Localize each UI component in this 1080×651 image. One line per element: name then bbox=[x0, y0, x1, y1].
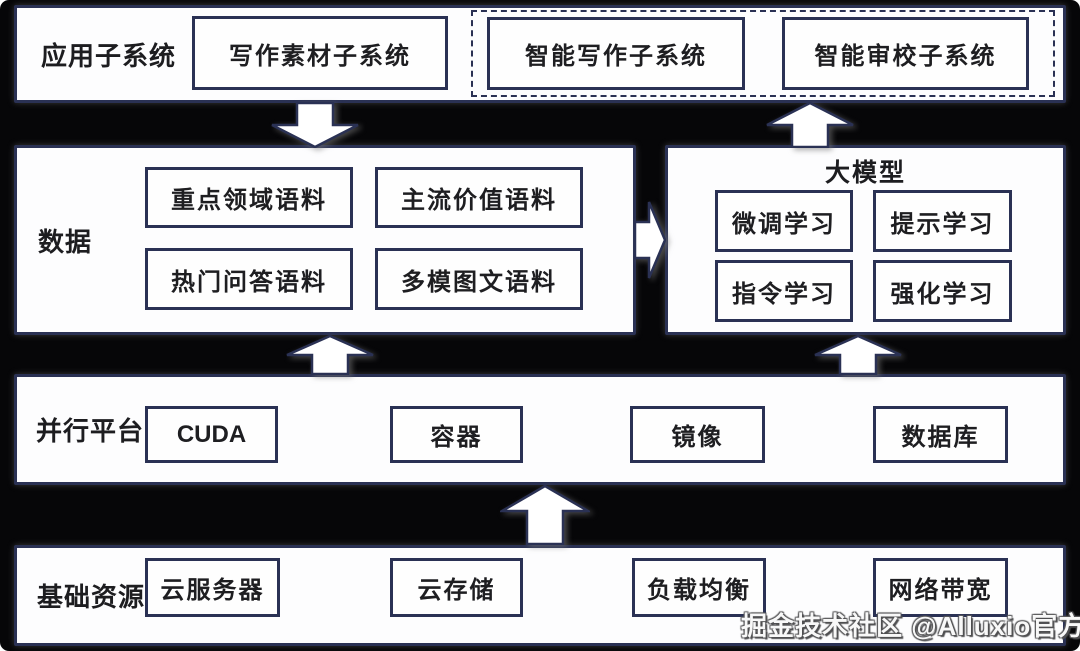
layer-data-label: 数据 bbox=[38, 226, 93, 257]
watermark-text: 掘金技术社区 @Alluxio官方 bbox=[741, 611, 1080, 641]
dashed-group-intelligent-subsystems bbox=[471, 10, 1055, 97]
node-mainstream-value-corpus: 主流价值语料 bbox=[375, 167, 583, 228]
arrow-app-to-data-icon bbox=[271, 102, 359, 148]
node-reinforcement-learning: 强化学习 bbox=[873, 260, 1012, 322]
node-image: 镜像 bbox=[630, 406, 765, 463]
node-instruction-learning: 指令学习 bbox=[715, 260, 853, 322]
arrow-model-to-app-icon bbox=[766, 102, 854, 148]
node-database: 数据库 bbox=[873, 406, 1008, 463]
node-smart-writing-subsystem: 智能写作子系统 bbox=[487, 17, 745, 90]
node-prompt-learning: 提示学习 bbox=[873, 190, 1012, 252]
layer-platform-label: 并行平台 bbox=[36, 416, 145, 446]
node-finetune-learning: 微调学习 bbox=[715, 190, 853, 252]
node-multimodal-corpus: 多模图文语料 bbox=[375, 248, 583, 310]
node-network-bandwidth: 网络带宽 bbox=[873, 558, 1008, 617]
layer-model-title: 大模型 bbox=[824, 159, 906, 187]
node-container: 容器 bbox=[390, 406, 523, 463]
node-hot-qa-corpus: 热门问答语料 bbox=[145, 248, 353, 310]
node-load-balancer: 负载均衡 bbox=[632, 558, 766, 617]
layer-application-label: 应用子系统 bbox=[41, 40, 177, 71]
arrow-platform-to-data-icon bbox=[286, 335, 374, 375]
node-cloud-storage: 云存储 bbox=[390, 558, 523, 617]
node-smart-proofreading-subsystem: 智能审校子系统 bbox=[782, 17, 1029, 90]
arrow-platform-to-model-icon bbox=[814, 335, 902, 375]
node-cuda: CUDA bbox=[145, 406, 278, 463]
layer-resources-label: 基础资源 bbox=[37, 582, 146, 612]
arrow-data-to-model-icon bbox=[634, 201, 666, 279]
arrow-resources-to-platform-icon bbox=[500, 485, 590, 545]
node-key-domain-corpus: 重点领域语料 bbox=[145, 167, 353, 228]
node-writing-material-subsystem: 写作素材子系统 bbox=[192, 16, 448, 90]
node-cloud-server: 云服务器 bbox=[145, 558, 280, 617]
